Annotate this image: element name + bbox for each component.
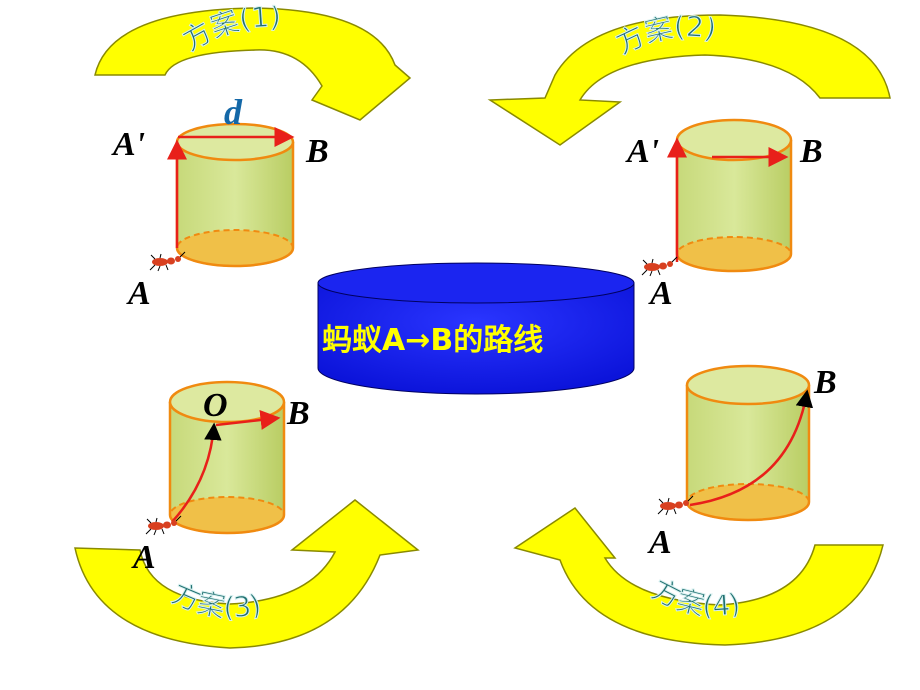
label-d: d xyxy=(224,92,243,132)
center-title: 蚂蚁A→B的路线 xyxy=(322,323,543,358)
label-o: O xyxy=(203,387,228,424)
ant-icon xyxy=(149,251,186,272)
label-a: A xyxy=(647,524,672,561)
curved-arrow-scheme-2: 方案(2) xyxy=(487,9,891,146)
label-a: A xyxy=(126,275,151,312)
cylinder-scheme-4: B A xyxy=(647,364,837,561)
center-cylinder-title-box: 蚂蚁A→B的路线 xyxy=(317,262,635,395)
label-b: B xyxy=(813,364,837,401)
path-radius xyxy=(215,410,281,430)
label-b: B xyxy=(286,395,310,432)
label-a-prime: A' xyxy=(625,133,659,170)
label-a-prime: A' xyxy=(111,126,145,163)
path-helix xyxy=(689,389,814,507)
ant-icon xyxy=(641,256,678,277)
label-b: B xyxy=(799,133,823,170)
cylinder-scheme-3: O B A xyxy=(131,380,310,576)
cylinder-scheme-1: d A' B A xyxy=(111,92,329,312)
label-a: A xyxy=(131,539,156,576)
cylinder-scheme-2: A' B A xyxy=(625,118,823,312)
curved-arrow-scheme-4: 方案(4) xyxy=(513,506,884,646)
label-a: A xyxy=(648,275,673,312)
label-b: B xyxy=(305,133,329,170)
ant-icon xyxy=(145,515,182,536)
curved-arrow-scheme-1: 方案(1) xyxy=(94,0,412,121)
path-spiral xyxy=(171,422,222,523)
ant-icon xyxy=(657,495,694,516)
